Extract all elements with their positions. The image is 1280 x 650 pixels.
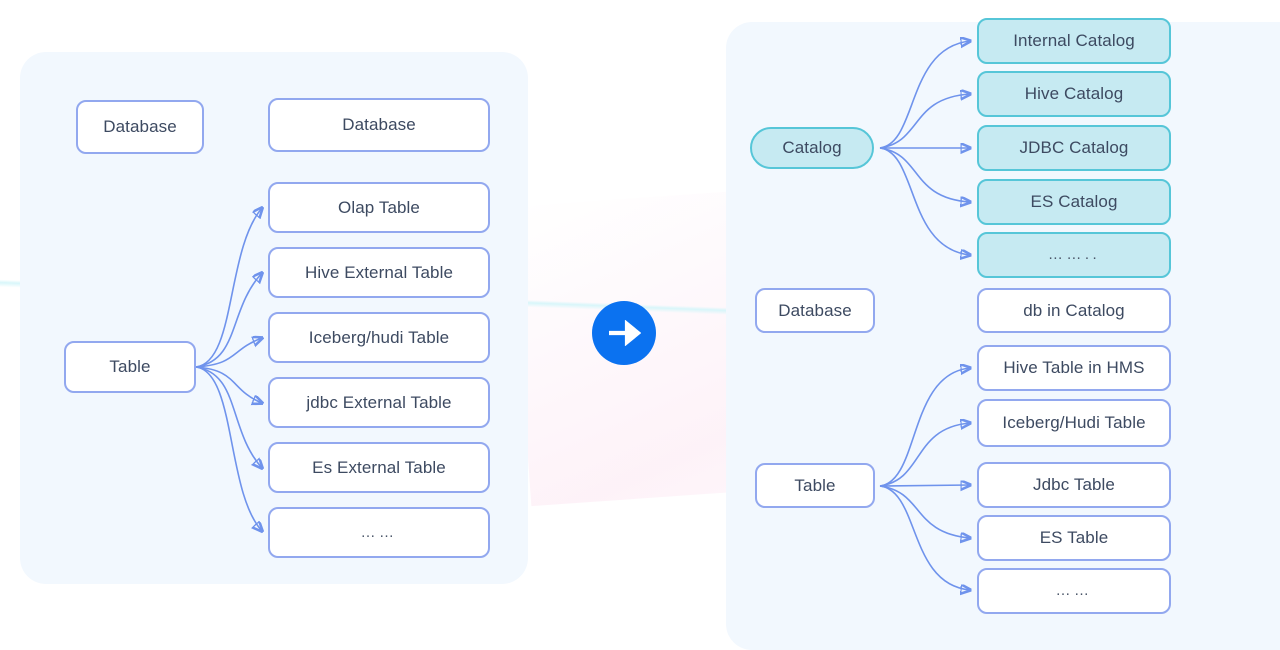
left-database-root-label: Database xyxy=(103,117,177,137)
right-table-child-more[interactable]: …… xyxy=(977,568,1171,614)
right-table-child-label: Jdbc Table xyxy=(1033,475,1115,495)
right-table-child-es[interactable]: ES Table xyxy=(977,515,1171,561)
right-database-root-node[interactable]: Database xyxy=(755,288,875,333)
right-database-child-label: db in Catalog xyxy=(1023,300,1125,320)
left-table-child-label: jdbc External Table xyxy=(306,392,452,412)
left-table-root-label: Table xyxy=(109,357,151,377)
left-table-child-label: Es External Table xyxy=(312,457,446,477)
right-catalog-child-more[interactable]: …….. xyxy=(977,232,1171,278)
right-table-root-node[interactable]: Table xyxy=(755,463,875,508)
right-catalog-root-node[interactable]: Catalog xyxy=(750,127,874,169)
right-table-child-hive-hms[interactable]: Hive Table in HMS xyxy=(977,345,1171,391)
left-database-child-label: Database xyxy=(342,115,416,135)
left-database-child-node[interactable]: Database xyxy=(268,98,490,152)
right-table-child-label: ES Table xyxy=(1039,528,1109,548)
right-table-root-label: Table xyxy=(794,475,836,495)
left-table-child-label: …… xyxy=(360,523,398,541)
right-table-child-iceberg-hudi[interactable]: Iceberg/Hudi Table xyxy=(977,399,1171,447)
right-catalog-child-internal[interactable]: Internal Catalog xyxy=(977,18,1171,64)
left-table-child-iceberg-hudi[interactable]: Iceberg/hudi Table xyxy=(268,312,490,363)
right-catalog-child-label: …….. xyxy=(1047,246,1101,264)
right-catalog-child-hive[interactable]: Hive Catalog xyxy=(977,71,1171,117)
transition-arrow-button[interactable] xyxy=(592,301,656,365)
left-table-child-olap[interactable]: Olap Table xyxy=(268,182,490,233)
right-table-child-label: Iceberg/Hudi Table xyxy=(1002,413,1146,433)
right-catalog-child-label: JDBC Catalog xyxy=(1019,138,1129,158)
right-table-child-label: Hive Table in HMS xyxy=(1003,358,1145,378)
right-catalog-child-jdbc[interactable]: JDBC Catalog xyxy=(977,125,1171,171)
left-table-child-label: Olap Table xyxy=(338,197,420,217)
right-catalog-child-label: ES Catalog xyxy=(1030,192,1118,212)
right-table-child-label: …… xyxy=(1055,582,1093,600)
left-table-child-es-external[interactable]: Es External Table xyxy=(268,442,490,493)
right-database-root-label: Database xyxy=(778,300,852,320)
left-table-child-label: Hive External Table xyxy=(304,262,454,282)
left-table-root-node[interactable]: Table xyxy=(64,341,196,393)
right-database-child-node[interactable]: db in Catalog xyxy=(977,288,1171,333)
right-catalog-root-label: Catalog xyxy=(782,138,842,158)
left-table-child-label: Iceberg/hudi Table xyxy=(308,327,450,347)
left-database-root-node[interactable]: Database xyxy=(76,100,204,154)
arrow-right-icon xyxy=(609,320,641,346)
left-table-child-more[interactable]: …… xyxy=(268,507,490,558)
right-table-child-jdbc[interactable]: Jdbc Table xyxy=(977,462,1171,508)
right-catalog-child-label: Hive Catalog xyxy=(1024,84,1124,104)
right-catalog-child-label: Internal Catalog xyxy=(1013,31,1135,51)
left-table-child-jdbc-external[interactable]: jdbc External Table xyxy=(268,377,490,428)
left-table-child-hive-external[interactable]: Hive External Table xyxy=(268,247,490,298)
right-catalog-child-es[interactable]: ES Catalog xyxy=(977,179,1171,225)
